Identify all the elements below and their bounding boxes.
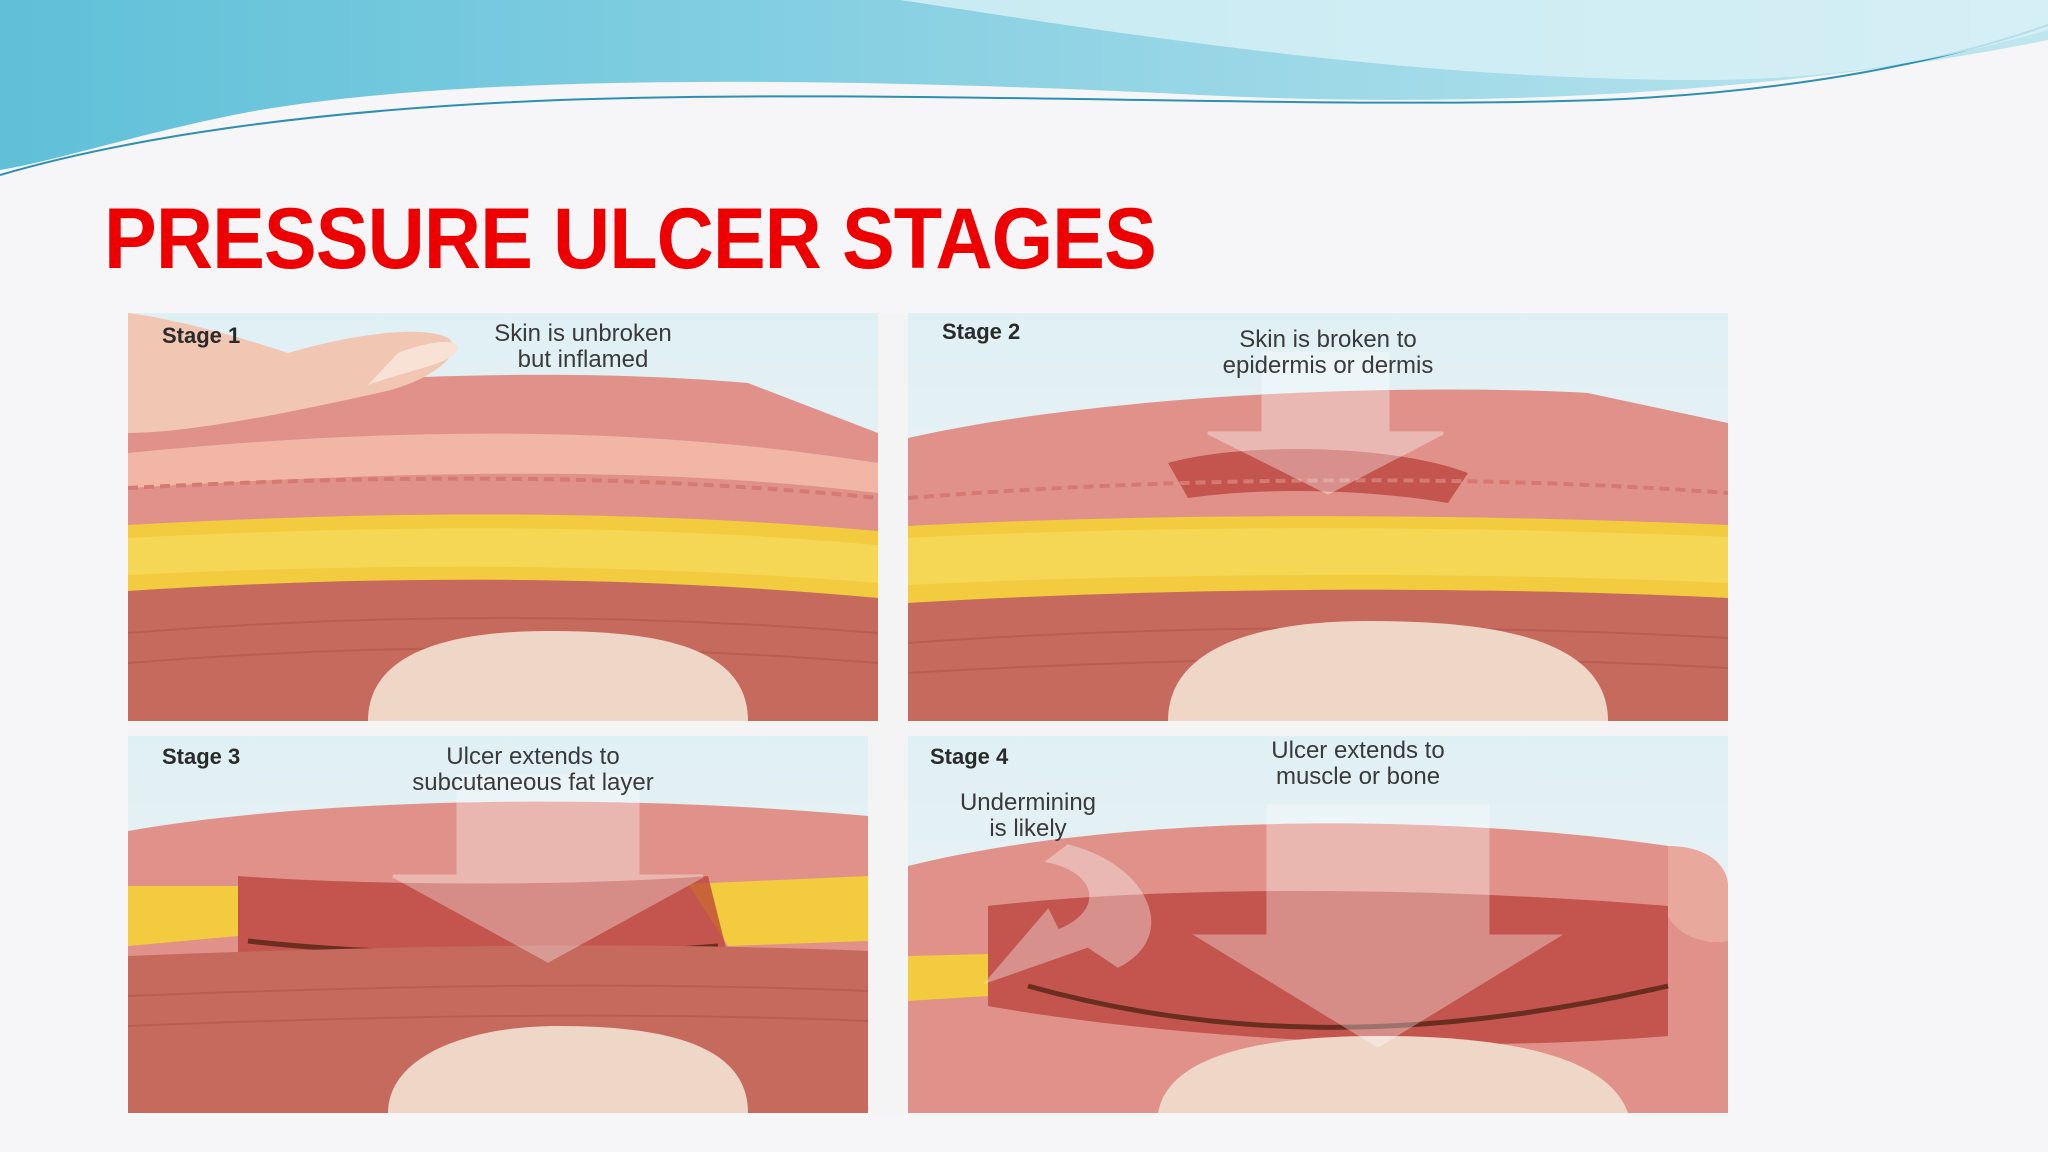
stage-4-panel: Stage 4 Ulcer extends to muscle or bone …	[908, 736, 1728, 1113]
stage-1-caption-line1: Skin is unbroken	[494, 320, 672, 347]
stage-2-panel: Stage 2 Skin is broken to epidermis or d…	[908, 313, 1728, 721]
pressure-ulcer-stages-figure: Stage 1 Skin is unbroken but inflamed St…	[128, 313, 1728, 1113]
stage-3-caption: Ulcer extends to subcutaneous fat layer	[328, 744, 738, 796]
stage-3-label: Stage 3	[162, 744, 241, 769]
stage-3-illustration	[128, 736, 868, 1113]
stage-4-illustration	[908, 736, 1728, 1113]
stage-1-panel: Stage 1 Skin is unbroken but inflamed	[128, 313, 878, 721]
stage-3-panel: Stage 3 Ulcer extends to subcutaneous fa…	[128, 736, 868, 1113]
stage-3-caption-line1: Ulcer extends to	[446, 743, 620, 770]
stage-4-caption-line1: Ulcer extends to	[1271, 737, 1445, 764]
stage-1-illustration	[128, 313, 878, 721]
stage-1-label: Stage 1	[162, 323, 241, 348]
stage-4-label: Stage 4	[930, 744, 1009, 769]
stage-2-caption-line2: epidermis or dermis	[1222, 352, 1434, 379]
stage-4-caption-line2: muscle or bone	[1275, 763, 1441, 790]
stage-2-caption-line1: Skin is broken to	[1239, 326, 1417, 353]
stage-2-illustration	[908, 313, 1728, 721]
stage-3-caption-line2: subcutaneous fat layer	[412, 769, 654, 796]
stage-4-extra-line1: Undermining	[959, 789, 1097, 816]
header-swoosh-decoration	[0, 0, 2048, 176]
stage-1-caption-line2: but inflamed	[517, 346, 649, 373]
stage-4-caption: Ulcer extends to muscle or bone	[1188, 738, 1528, 790]
stage-2-label: Stage 2	[942, 319, 1021, 344]
stage-4-extra-line2: is likely	[989, 815, 1067, 842]
stage-4-undermining-caption: Undermining is likely	[908, 790, 1148, 842]
stage-2-caption: Skin is broken to epidermis or dermis	[1138, 327, 1518, 379]
stage-1-caption: Skin is unbroken but inflamed	[418, 321, 748, 373]
slide-title: PRESSURE ULCER STAGES	[104, 191, 1157, 287]
